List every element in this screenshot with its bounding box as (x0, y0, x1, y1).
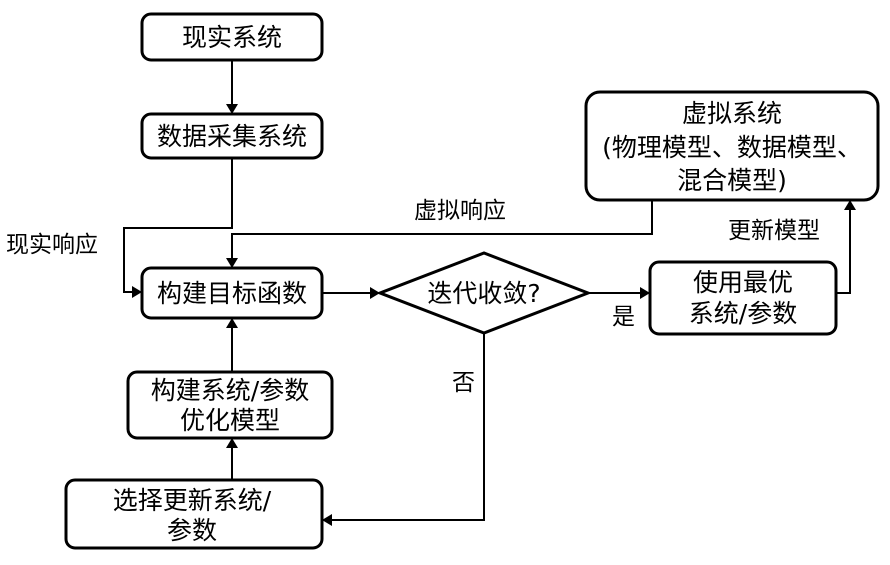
node-build-objective-label: 构建目标函数 (157, 279, 307, 308)
edge-optimization-to-objective (226, 318, 238, 372)
node-real-system: 现实系统 (140, 12, 324, 62)
node-build-optimization-line1: 构建系统/参数 (151, 376, 309, 405)
node-select-update-line2: 参数 (167, 516, 217, 545)
edge-select-to-optimization (226, 438, 238, 480)
node-virtual-system-line3: 混合模型) (677, 166, 787, 195)
node-data-acquisition-label: 数据采集系统 (157, 122, 307, 151)
node-converged-label: 迭代收敛? (427, 279, 540, 308)
node-use-optimal: 使用最优 系统/参数 (648, 260, 838, 336)
edge-objective-to-converged (322, 287, 380, 299)
node-converged-decision: 迭代收敛? (375, 251, 593, 335)
edge-converged-to-optimal (584, 287, 650, 299)
node-select-update: 选择更新系统/ 参数 (64, 478, 324, 550)
node-build-optimization-line2: 优化模型 (180, 406, 280, 435)
edge-label-virtual-response: 虚拟响应 (414, 198, 506, 224)
edge-label-yes: 是 (612, 304, 635, 330)
node-virtual-system: 虚拟系统 (物理模型、数据模型、 混合模型) (584, 90, 880, 202)
node-select-update-line1: 选择更新系统/ (113, 486, 272, 515)
edge-label-update-model: 更新模型 (728, 218, 820, 244)
edge-label-real-response: 现实响应 (6, 232, 98, 258)
node-build-optimization: 构建系统/参数 优化模型 (126, 370, 334, 440)
edge-label-no: 否 (452, 370, 475, 396)
node-data-acquisition: 数据采集系统 (140, 112, 324, 160)
node-virtual-system-line1: 虚拟系统 (682, 99, 782, 128)
edge-virtual-to-objective (226, 200, 653, 268)
node-build-objective: 构建目标函数 (140, 266, 324, 320)
node-real-system-label: 现实系统 (182, 23, 282, 52)
edge-acquisition-to-objective (123, 158, 233, 298)
node-use-optimal-line2: 系统/参数 (689, 299, 797, 328)
node-use-optimal-line1: 使用最优 (693, 268, 793, 297)
edge-converged-to-select (322, 333, 485, 526)
edge-optimal-to-virtual (836, 200, 856, 294)
edge-real-to-acquisition (226, 60, 238, 114)
node-virtual-system-line2: (物理模型、数据模型、 (602, 133, 862, 162)
